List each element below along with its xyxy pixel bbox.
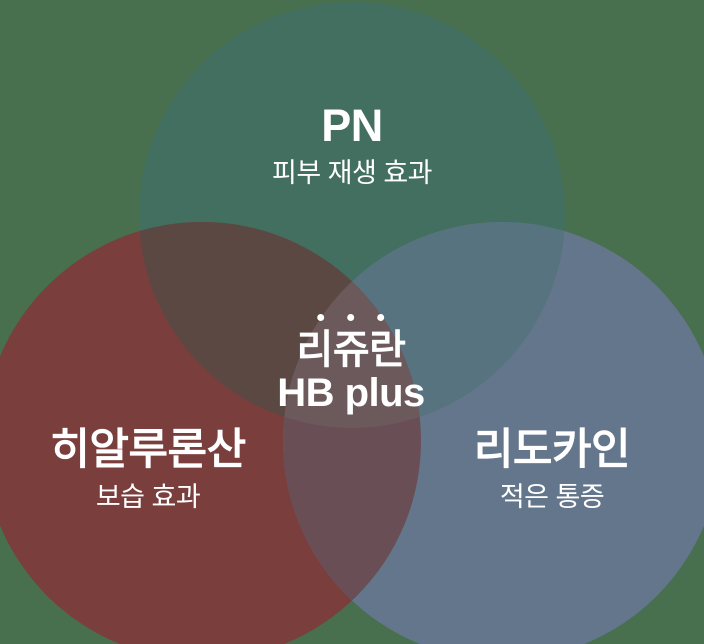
lidocaine-label: 리도카인 <box>473 426 631 474</box>
hyaluronic-sublabel: 보습 효과 <box>95 482 201 513</box>
pn-sublabel: 피부 재생 효과 <box>271 158 433 189</box>
center-title-line2: HB plus <box>277 371 425 416</box>
lidocaine-sublabel: 적은 통증 <box>499 482 605 513</box>
center-title-line1: 리쥬란 <box>296 328 406 372</box>
overlap-top-left <box>139 222 421 428</box>
lidocaine-label-block: 리도카인 적은 통증 <box>473 426 631 513</box>
center-label-block: 리쥬란 HB plus <box>277 314 425 415</box>
pn-label: PN <box>321 100 383 151</box>
dot-icon <box>317 314 325 321</box>
hyaluronic-label-block: 히알루론산 보습 효과 <box>50 426 246 513</box>
pn-label-block: PN 피부 재생 효과 <box>271 100 433 189</box>
dot-icon <box>377 314 385 321</box>
hyaluronic-label: 히알루론산 <box>50 426 246 474</box>
ellipsis-dots-icon <box>277 314 425 321</box>
dot-icon <box>347 314 355 321</box>
overlap-top-right <box>283 222 565 428</box>
